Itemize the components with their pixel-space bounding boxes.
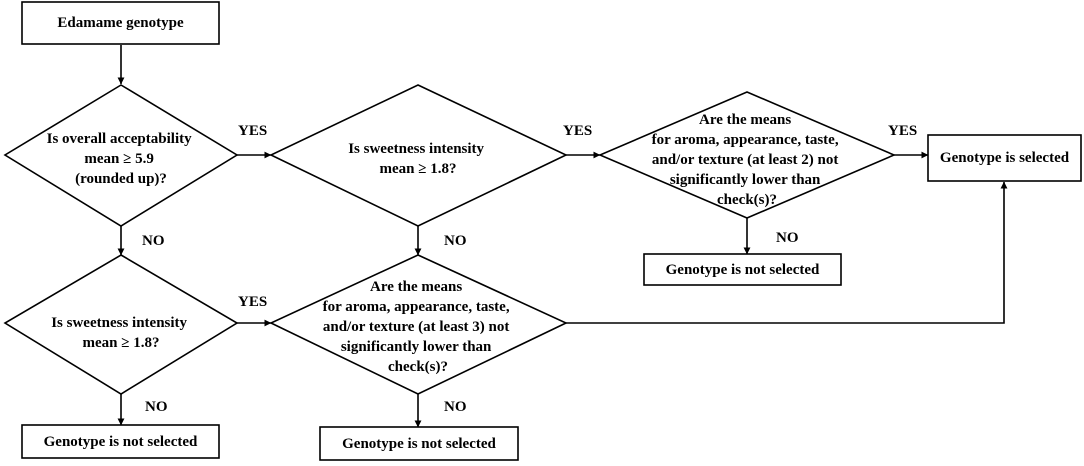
- decision-sweetness-bottom: Is sweetness intensity mean ≥ 1.8?: [3, 254, 239, 395]
- decision-text: Is sweetness intensity mean ≥ 1.8?: [348, 141, 488, 177]
- start-box: [21, 1, 220, 45]
- selected-box: [927, 134, 1082, 182]
- decision-means-at-least-3: Are the means for aroma, appearance, tas…: [269, 254, 568, 395]
- label-yes-overall: YES: [238, 123, 267, 139]
- not-selected-label: Genotype is not selected: [44, 434, 198, 450]
- label-yes-means2: YES: [888, 123, 917, 139]
- decision-shape: [3, 84, 239, 227]
- label-yes-sweet-top: YES: [563, 123, 592, 139]
- node-not-selected-left: Genotype is not selected: [21, 424, 220, 459]
- label-no-sweet-bottom: NO: [145, 399, 168, 415]
- decision-shape: [3, 254, 239, 395]
- edge-labels: YES YES YES YES NO NO NO NO NO: [142, 123, 917, 415]
- label-no-means2: NO: [776, 230, 799, 246]
- not-selected-box: [319, 426, 519, 461]
- label-yes-sweet-bottom: YES: [238, 294, 267, 310]
- decision-text: Is sweetness intensity mean ≥ 1.8?: [51, 315, 191, 351]
- not-selected-box: [21, 424, 220, 459]
- node-not-selected-middle: Genotype is not selected: [319, 426, 519, 461]
- node-start: Edamame genotype: [21, 1, 220, 45]
- decision-overall-acceptability: Is overall acceptability mean ≥ 5.9 (rou…: [3, 84, 239, 227]
- decision-text: Are the means for aroma, appearance, tas…: [323, 279, 514, 375]
- label-no-overall: NO: [142, 233, 165, 249]
- node-not-selected-top: Genotype is not selected: [643, 253, 842, 286]
- decision-shape: [269, 254, 568, 395]
- start-label: Edamame genotype: [57, 15, 184, 31]
- not-selected-label: Genotype is not selected: [666, 262, 820, 278]
- edges: [117, 45, 1008, 428]
- node-selected: Genotype is selected: [927, 134, 1082, 182]
- decision-shape: [269, 84, 568, 227]
- decision-means-at-least-2: Are the means for aroma, appearance, tas…: [597, 91, 897, 219]
- decision-shape: [597, 91, 897, 219]
- label-no-sweet-top: NO: [444, 233, 467, 249]
- label-no-means3: NO: [444, 399, 467, 415]
- decision-text: Are the means for aroma, appearance, tas…: [652, 112, 843, 208]
- selected-label: Genotype is selected: [940, 150, 1070, 166]
- decision-sweetness-top: Is sweetness intensity mean ≥ 1.8?: [269, 84, 568, 227]
- edge-means3-yes: [566, 181, 1008, 324]
- not-selected-label: Genotype is not selected: [342, 436, 496, 452]
- not-selected-box: [643, 253, 842, 286]
- decision-text: Is overall acceptability mean ≥ 5.9 (rou…: [47, 131, 196, 187]
